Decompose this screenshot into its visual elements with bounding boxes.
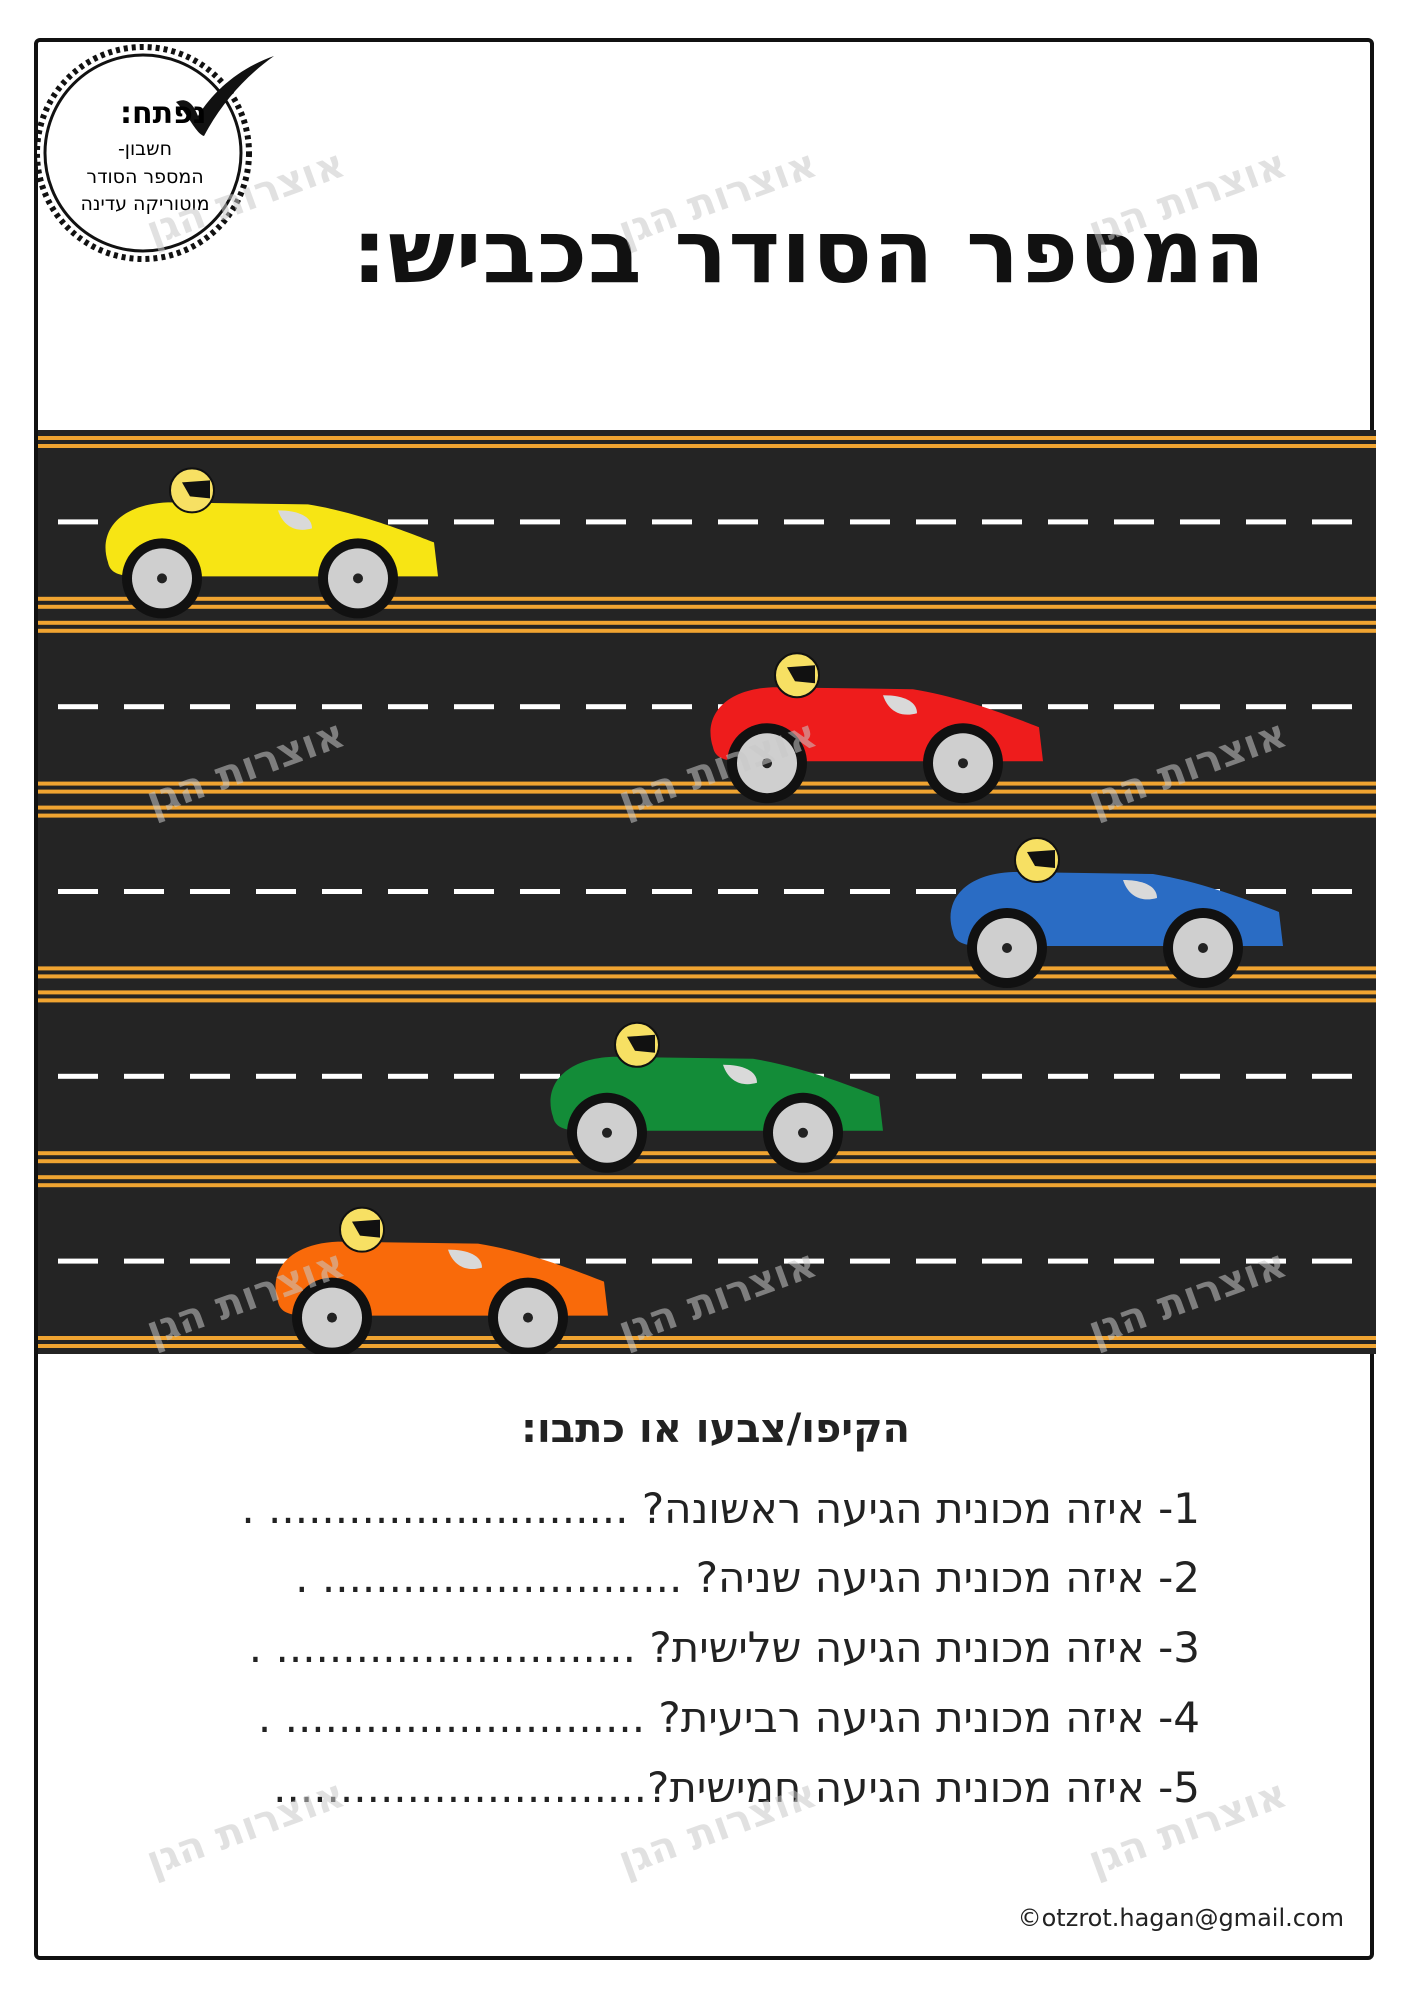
- question-text: איזה מכונית הגיעה חמישית?...............…: [273, 1763, 1145, 1812]
- red-car: [710, 652, 1043, 804]
- race-track-lanes: [38, 436, 1376, 1358]
- badge-line-topic: המספר הסודר: [86, 166, 204, 188]
- question-4: 4- איזה מכונית הגיעה רביעית? ...........…: [258, 1693, 1200, 1742]
- green-car: [550, 1021, 883, 1173]
- question-number: 3-: [1158, 1623, 1200, 1672]
- question-number: 2-: [1158, 1553, 1200, 1602]
- question-3: 3- איזה מכונית הגיעה שלישית? ...........…: [249, 1623, 1200, 1672]
- question-number: 4-: [1158, 1693, 1200, 1742]
- race-track: [38, 430, 1376, 1358]
- badge-title: נפתח:: [120, 96, 207, 131]
- question-text: איזה מכונית הגיעה ראשונה? ..............…: [241, 1484, 1145, 1533]
- question-text: איזה מכונית הגיעה רביעית? ..............…: [257, 1693, 1145, 1742]
- question-1: 1- איזה מכונית הגיעה ראשונה? ...........…: [241, 1484, 1200, 1533]
- badge-stamp: [34, 44, 252, 262]
- question-number: 5-: [1158, 1763, 1200, 1812]
- page-title: המספר הסודר בכביש:: [351, 200, 1266, 303]
- question-text: איזה מכונית הגיעה שניה? ................…: [295, 1553, 1145, 1602]
- question-text: איזה מכונית הגיעה שלישית? ..............…: [248, 1623, 1145, 1672]
- driver-helmet: [169, 467, 215, 514]
- question-number: 1-: [1158, 1484, 1200, 1533]
- driver-helmet: [774, 652, 820, 699]
- copyright-email: ©otzrot.hagan@gmail.com: [1017, 1904, 1344, 1932]
- orange-car: [275, 1206, 608, 1358]
- checkmark-icon: [176, 56, 274, 136]
- blue-car: [950, 837, 1283, 988]
- driver-helmet: [1014, 837, 1060, 883]
- badge-line-subject: חשבון-: [117, 138, 173, 160]
- driver-helmet: [614, 1021, 660, 1068]
- yellow-car: [105, 467, 438, 619]
- badge-line-skill: מוטוריקה עדינה: [80, 193, 210, 215]
- question-2: 2- איזה מכונית הגיעה שניה? .............…: [295, 1553, 1200, 1602]
- question-5: 5- איזה מכונית הגיעה חמישית?............…: [273, 1763, 1200, 1812]
- instructions: הקיפו/צבעו או כתבו:: [520, 1406, 910, 1452]
- driver-helmet: [339, 1206, 385, 1253]
